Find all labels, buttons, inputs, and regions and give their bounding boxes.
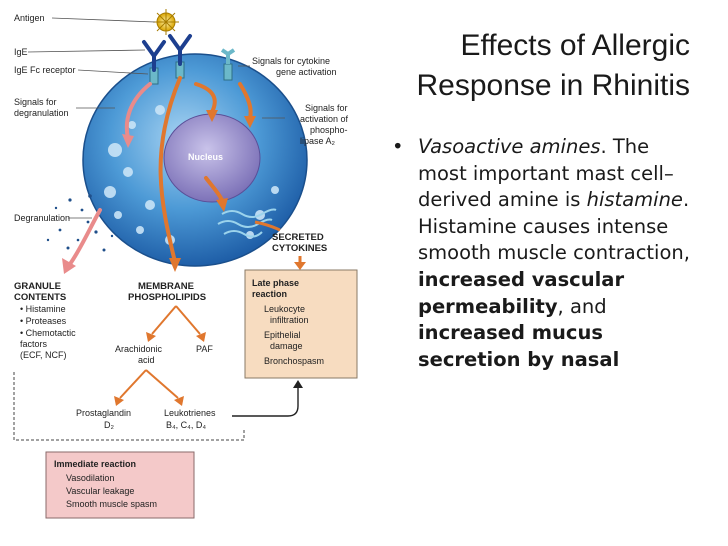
antigen-label: Antigen (14, 13, 45, 23)
phospholipase-signals-label-4: lipase A₂ (300, 136, 336, 146)
secreted-cytokines-label-2: CYTOKINES (272, 243, 327, 254)
bullet-bold-1: increased vascular permeability (418, 267, 625, 318)
immediate-bracket (13, 372, 245, 441)
immediate-reaction-box (45, 451, 195, 519)
immediate-reaction-heading: Immediate reaction (54, 459, 136, 469)
late-phase-item-2: infiltration (270, 315, 309, 325)
released-granules (46, 194, 114, 252)
slide-title: Effects of Allergic Response in Rhinitis (360, 26, 690, 106)
late-phase-box (244, 269, 358, 379)
arachidonic-acid-label-2: acid (138, 355, 155, 365)
signal-arrows (158, 76, 253, 264)
leukotrienes-label-1: Leukotrienes (164, 408, 216, 418)
granule-contents-heading-1: GRANULE (14, 281, 61, 292)
signals-degranulation-label-1: Signals for (14, 97, 57, 107)
cytokine-signals-label-1: Signals for cytokine (252, 56, 330, 66)
bullet-text-3: , and (557, 294, 607, 318)
free-receptor-icon (220, 48, 236, 64)
late-phase-heading-1: Late phase (252, 278, 299, 288)
bullet-text-2: . Histamine causes intense smooth muscle… (418, 188, 690, 265)
leukotrienes-label-2: B₄, C₄, D₄ (166, 420, 206, 430)
degranulation-label: Degranulation (14, 213, 70, 223)
prostaglandin-label-1: Prostaglandin (76, 408, 131, 418)
late-phase-item-5: Bronchospasm (264, 356, 324, 366)
late-phase-item-4: damage (270, 341, 303, 351)
phospholipid-arrows (119, 305, 201, 399)
granule-item-4: factors (20, 339, 48, 349)
prostaglandin-label-2: D₂ (104, 420, 114, 430)
late-phase-item-3: Epithelial (264, 330, 301, 340)
late-phase-item-1: Leukocyte (264, 304, 305, 314)
bullet-item-vasoactive-amines: Vasoactive amines. The most important ma… (392, 134, 692, 373)
phospholipase-signals-label-2: activation of (300, 114, 349, 124)
immediate-item-3: Smooth muscle spasm (66, 499, 157, 509)
immediate-item-1: Vasodilation (66, 473, 114, 483)
granule-item-2: • Proteases (20, 316, 67, 326)
cytokine-signals-label-2: gene activation (276, 67, 337, 77)
antibody-y-icon (142, 34, 192, 72)
bullet-histamine: histamine (586, 188, 683, 212)
ige-label: IgE (14, 47, 28, 57)
immediate-item-2: Vascular leakage (66, 486, 134, 496)
antigen-starburst-icon (153, 9, 179, 35)
degranulation-arrows (68, 82, 152, 266)
arachidonic-acid-label-1: Arachidonic (115, 344, 163, 354)
slide-title-line-1: Effects of Allergic (460, 29, 690, 62)
membrane-phospholipids-heading-1: MEMBRANE (138, 281, 194, 292)
granule-item-5: (ECF, NCF) (20, 350, 67, 360)
bullet-text-1: . The most important mast cell–derived a… (418, 135, 674, 212)
ige-fc-receptor-label: IgE Fc receptor (14, 65, 76, 75)
bullet-bold-2: increased mucus secretion by nasal (418, 321, 620, 371)
granule-contents-heading-2: CONTENTS (14, 292, 66, 303)
late-phase-arrow (232, 386, 299, 417)
phospholipase-signals-label-1: Signals for (305, 103, 348, 113)
phospholipase-signals-label-3: phospho- (310, 125, 348, 135)
secreted-cytokines-label-1: SECRETED (272, 232, 324, 243)
nucleus-label: Nucleus (188, 152, 223, 162)
signal-arrowheads (169, 110, 256, 272)
late-phase-heading-2: reaction (252, 289, 287, 299)
granule-item-1: • Histamine (20, 304, 66, 314)
membrane-phospholipids-heading-2: PHOSPHOLIPIDS (128, 292, 206, 303)
paf-label: PAF (196, 344, 213, 354)
endoplasmic-reticulum (217, 208, 277, 238)
signals-degranulation-label-2: degranulation (14, 108, 69, 118)
slide-title-line-2: Response in Rhinitis (416, 69, 690, 102)
mast-cell-diagram: Nucleus Antigen IgE IgE Fc receptor Sign… (13, 9, 358, 519)
bullet-list: Vasoactive amines. The most important ma… (392, 134, 692, 373)
granule-item-3: • Chemotactic (20, 328, 76, 338)
bullet-lead: Vasoactive amines (418, 135, 601, 158)
